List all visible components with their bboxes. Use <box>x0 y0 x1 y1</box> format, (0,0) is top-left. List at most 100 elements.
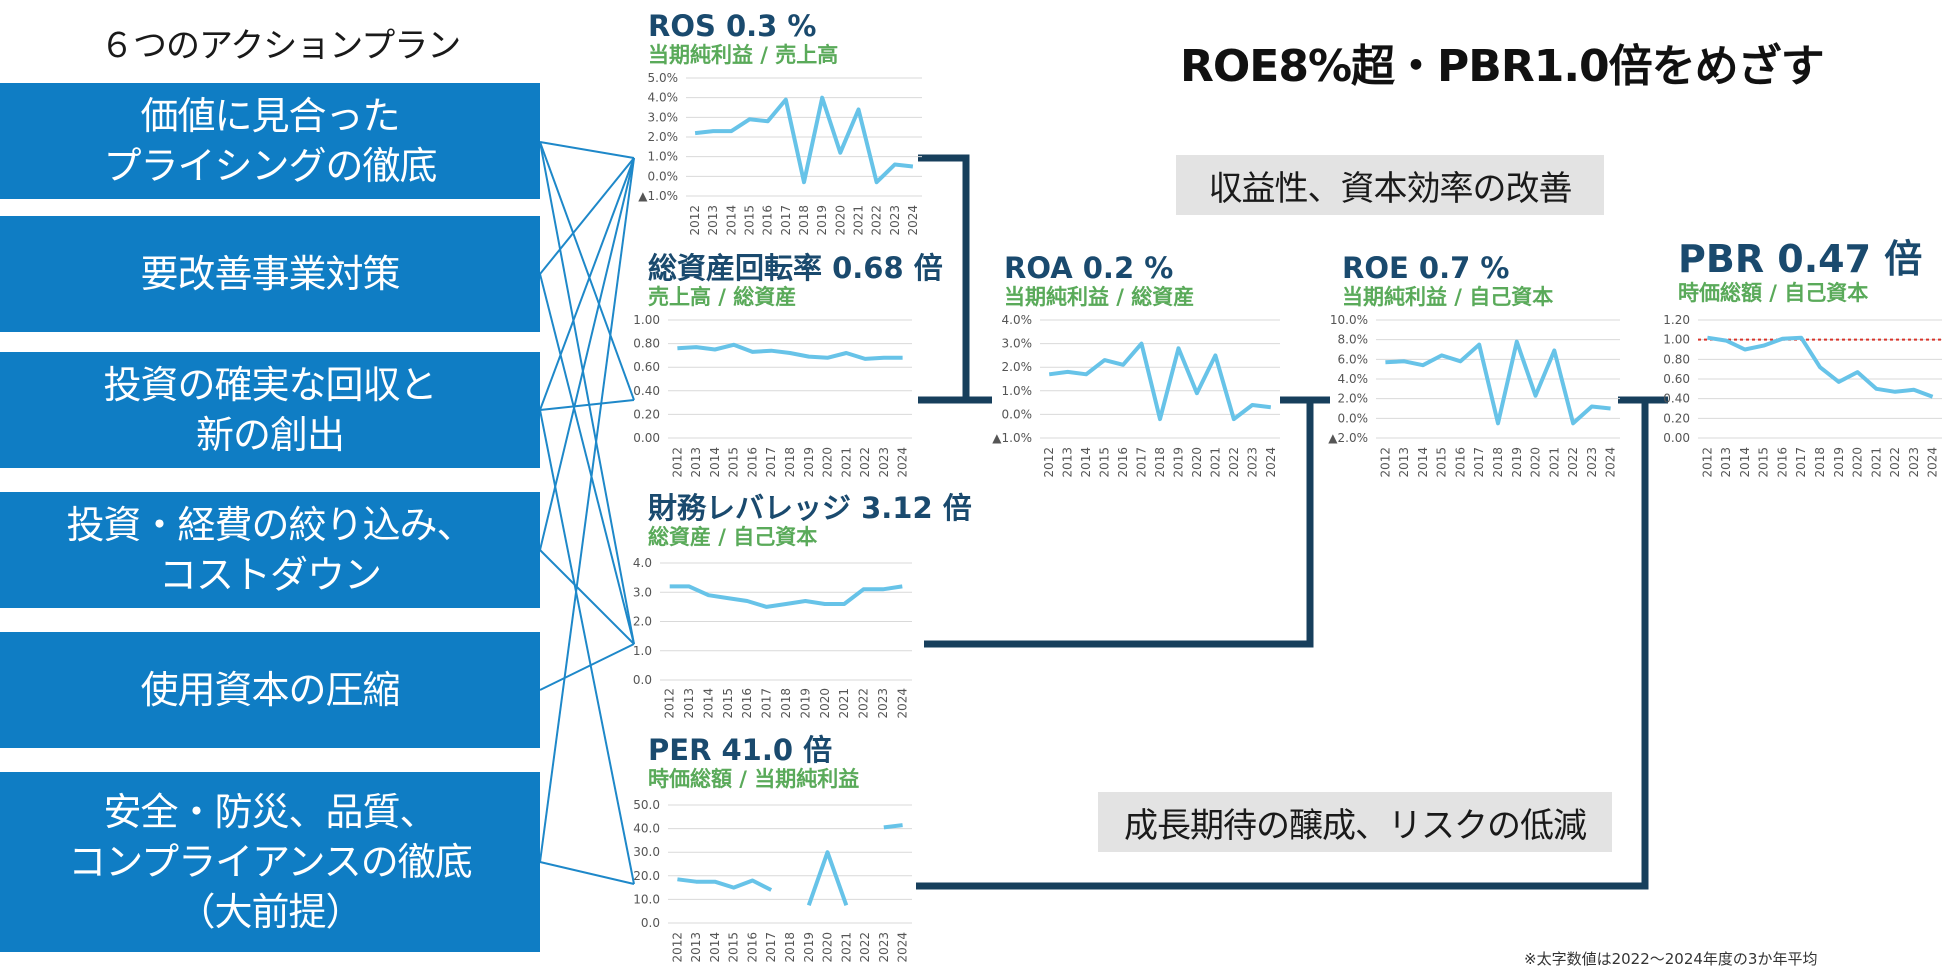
roe-x-tick-label: 2023 <box>1585 447 1599 478</box>
pbr-x-tick-label: 2017 <box>1794 447 1808 478</box>
asset_turnover-y-tick-label: 0.00 <box>633 431 660 445</box>
pbr-y-tick-label: 1.20 <box>1663 313 1690 327</box>
leverage-chart-header: 財務レバレッジ 3.12 倍総資産 / 自己資本 <box>648 492 972 550</box>
leverage-x-tick-label: 2014 <box>701 688 715 719</box>
link-line-plan3-per <box>539 409 635 885</box>
asset_turnover-y-tick-label: 0.60 <box>633 360 660 374</box>
leverage-x-tick-label: 2017 <box>760 688 774 719</box>
ros-x-tick-label: 2019 <box>815 205 829 236</box>
roe-series-line <box>1385 339 1611 426</box>
roa-y-tick-label: ▲1.0% <box>992 431 1032 445</box>
per-series-line <box>883 823 903 830</box>
link-line-plan2-ros <box>539 157 635 275</box>
leverage-chart-title: 財務レバレッジ 3.12 倍 <box>648 491 972 525</box>
roe-y-tick-label: 8.0% <box>1338 333 1369 347</box>
roe-y-tick-label: 4.0% <box>1338 372 1369 386</box>
action-plan-6: 安全・防災、品質、 コンプライアンスの徹底 （大前提） <box>0 772 540 952</box>
roe-chart-subtitle: 当期純利益 / 自己資本 <box>1342 285 1554 309</box>
action-plan-1: 価値に見合った プライシングの徹底 <box>0 83 540 199</box>
ros-y-tick-label: 2.0% <box>648 130 679 144</box>
link-line-plan6-ros <box>539 157 635 863</box>
pbr-chart-subtitle: 時価総額 / 自己資本 <box>1678 281 1869 305</box>
link-line-plan4-lev <box>539 549 635 645</box>
roa-y-tick-label: 4.0% <box>1002 313 1033 327</box>
footnote: ※太字数値は2022～2024年度の3か年平均 <box>1524 950 1818 968</box>
profitability-label: 収益性、資本効率の改善 <box>1176 155 1604 215</box>
roe-y-tick-label: 2.0% <box>1338 392 1369 406</box>
leverage-x-tick-label: 2020 <box>818 688 832 719</box>
pbr-y-tick-label: 0.40 <box>1663 392 1690 406</box>
asset_turnover-x-tick-label: 2019 <box>802 447 816 478</box>
roa-x-tick-label: 2017 <box>1135 447 1149 478</box>
pbr-chart-title: PBR 0.47 倍 <box>1678 237 1923 281</box>
roa-x-tick-label: 2023 <box>1245 447 1259 478</box>
roe-x-tick-label: 2014 <box>1416 447 1430 478</box>
per-y-tick-label: 50.0 <box>633 798 660 812</box>
asset_turnover-x-tick-label: 2013 <box>689 447 703 478</box>
roa-x-tick-label: 2018 <box>1153 447 1167 478</box>
per-chart-header: PER 41.0 倍時価総額 / 当期純利益 <box>648 734 859 792</box>
asset_turnover-x-tick-label: 2023 <box>877 447 891 478</box>
roa-chart-title: ROA 0.2 % <box>1004 251 1174 285</box>
per-series-line <box>677 877 773 892</box>
roe-x-tick-label: 2022 <box>1566 447 1580 478</box>
asset_turnover-x-tick-label: 2017 <box>764 447 778 478</box>
ros-y-tick-label: 4.0% <box>648 91 679 105</box>
connector-per <box>916 396 1649 890</box>
leverage-x-tick-label: 2022 <box>857 688 871 719</box>
asset_turnover-x-tick-label: 2021 <box>839 447 853 478</box>
roe-chart-header: ROE 0.7 %当期純利益 / 自己資本 <box>1342 252 1553 310</box>
pbr-series-line <box>1707 335 1934 399</box>
leverage-x-tick-label: 2019 <box>798 688 812 719</box>
ros-chart-title: ROS 0.3 % <box>648 9 817 43</box>
pbr-x-tick-label: 2022 <box>1888 447 1902 478</box>
link-line-plan6-per <box>539 861 635 885</box>
link-line-plan4-ros <box>539 157 635 551</box>
per-chart-subtitle: 時価総額 / 当期純利益 <box>648 767 860 791</box>
pbr-chart-header: PBR 0.47 倍時価総額 / 自己資本 <box>1678 238 1922 306</box>
roa-y-tick-label: 2.0% <box>1002 360 1033 374</box>
ros-x-tick-label: 2016 <box>761 205 775 236</box>
ros-y-tick-label: 3.0% <box>648 110 679 124</box>
link-line-plan3-ros <box>539 157 635 411</box>
roe-y-tick-label: ▲2.0% <box>1328 431 1368 445</box>
roe-x-tick-label: 2017 <box>1472 447 1486 478</box>
roe-chart-title: ROE 0.7 % <box>1342 251 1510 285</box>
per-x-tick-label: 2023 <box>877 932 891 963</box>
per-x-tick-label: 2015 <box>727 932 741 963</box>
ros-x-tick-label: 2024 <box>906 205 920 236</box>
link-line-plan3-at <box>539 399 635 411</box>
ros-y-tick-label: 1.0% <box>648 150 679 164</box>
asset_turnover-x-tick-label: 2022 <box>858 447 872 478</box>
ros-chart-header: ROS 0.3 %当期純利益 / 売上高 <box>648 10 838 68</box>
roa-y-tick-label: 3.0% <box>1002 337 1033 351</box>
leverage-y-tick-label: 3.0 <box>633 585 652 599</box>
roe-x-tick-label: 2012 <box>1378 447 1392 478</box>
pbr-x-tick-label: 2024 <box>1926 447 1940 478</box>
asset_turnover-x-tick-label: 2018 <box>783 447 797 478</box>
link-line-plan1-lev <box>539 141 635 645</box>
ros-x-tick-label: 2013 <box>706 205 720 236</box>
asset_turnover-chart-header: 総資産回転率 0.68 倍売上高 / 総資産 <box>648 252 943 310</box>
pbr-y-tick-label: 0.00 <box>1663 431 1690 445</box>
roa-x-tick-label: 2024 <box>1264 447 1278 478</box>
leverage-x-tick-label: 2012 <box>663 688 677 719</box>
action-plan-4: 投資・経費の絞り込み、 コストダウン <box>0 492 540 608</box>
roa-x-tick-label: 2016 <box>1116 447 1130 478</box>
asset_turnover-y-tick-label: 0.80 <box>633 337 660 351</box>
bracket-ros-turnover <box>918 154 970 404</box>
pbr-x-tick-label: 2013 <box>1719 447 1733 478</box>
leverage-series-line <box>669 584 903 609</box>
main-goal-heading: ROE8%超・PBR1.0倍をめざす <box>1180 41 1825 92</box>
leverage-x-tick-label: 2013 <box>682 688 696 719</box>
roa-x-tick-label: 2020 <box>1190 447 1204 478</box>
pbr-y-tick-label: 0.80 <box>1663 352 1690 366</box>
pbr-x-tick-label: 2016 <box>1775 447 1789 478</box>
asset_turnover-y-tick-label: 0.20 <box>633 407 660 421</box>
roe-x-tick-label: 2019 <box>1510 447 1524 478</box>
action-plan-5: 使用資本の圧縮 <box>0 632 540 748</box>
asset_turnover-y-tick-label: 0.40 <box>633 384 660 398</box>
ros-x-tick-label: 2012 <box>688 205 702 236</box>
